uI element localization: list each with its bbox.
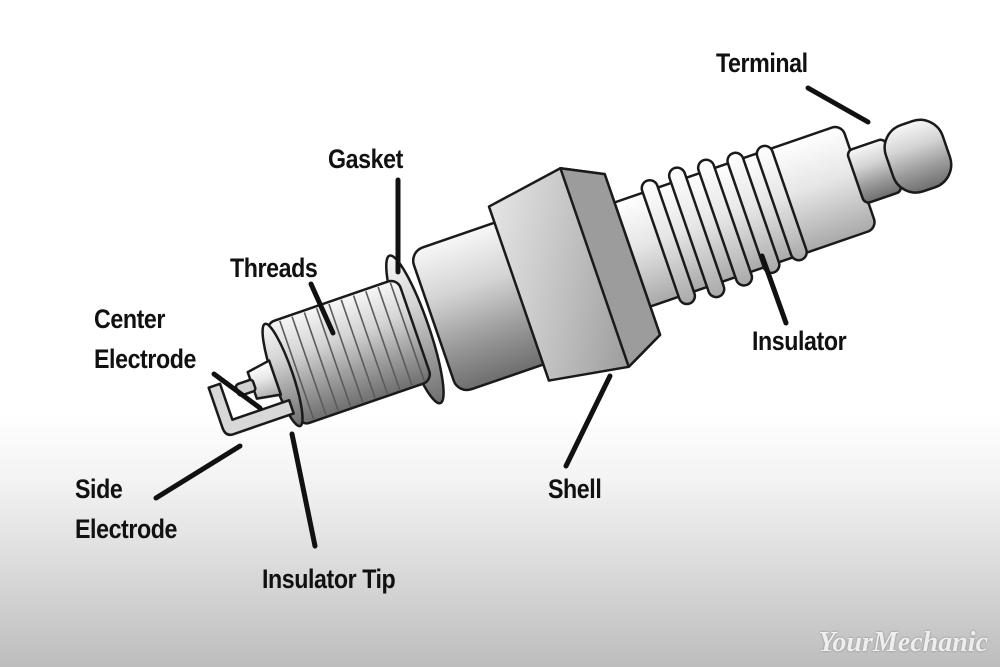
label-terminal: Terminal (716, 48, 808, 78)
terminal (846, 118, 953, 204)
label-insulator-tip: Insulator Tip (262, 564, 396, 594)
label-center-electrode-line1: Center (94, 304, 165, 334)
label-threads: Threads (230, 253, 318, 283)
side-electrode (207, 382, 295, 437)
label-center-electrode-line2: Electrode (94, 344, 196, 374)
watermark-logo: YourMechanic (818, 627, 988, 658)
leader-line-shell (563, 373, 613, 469)
spark-plug (207, 118, 953, 437)
leader-line-insulator-tip (289, 431, 318, 549)
leader-line-threads (308, 281, 336, 336)
label-insulator: Insulator (752, 326, 847, 356)
label-side-electrode-line2: Electrode (75, 514, 177, 544)
leader-lines (153, 85, 871, 549)
threads (261, 279, 432, 428)
leader-line-side-electrode (153, 443, 243, 501)
label-side-electrode-line1: Side (75, 474, 123, 504)
label-gasket: Gasket (328, 144, 403, 174)
leader-line-center-electrode (211, 371, 263, 411)
label-shell: Shell (548, 474, 602, 504)
insulator-body (597, 125, 876, 312)
shell (411, 166, 662, 392)
leader-line-terminal (805, 85, 871, 125)
leader-line-insulator (759, 253, 789, 326)
